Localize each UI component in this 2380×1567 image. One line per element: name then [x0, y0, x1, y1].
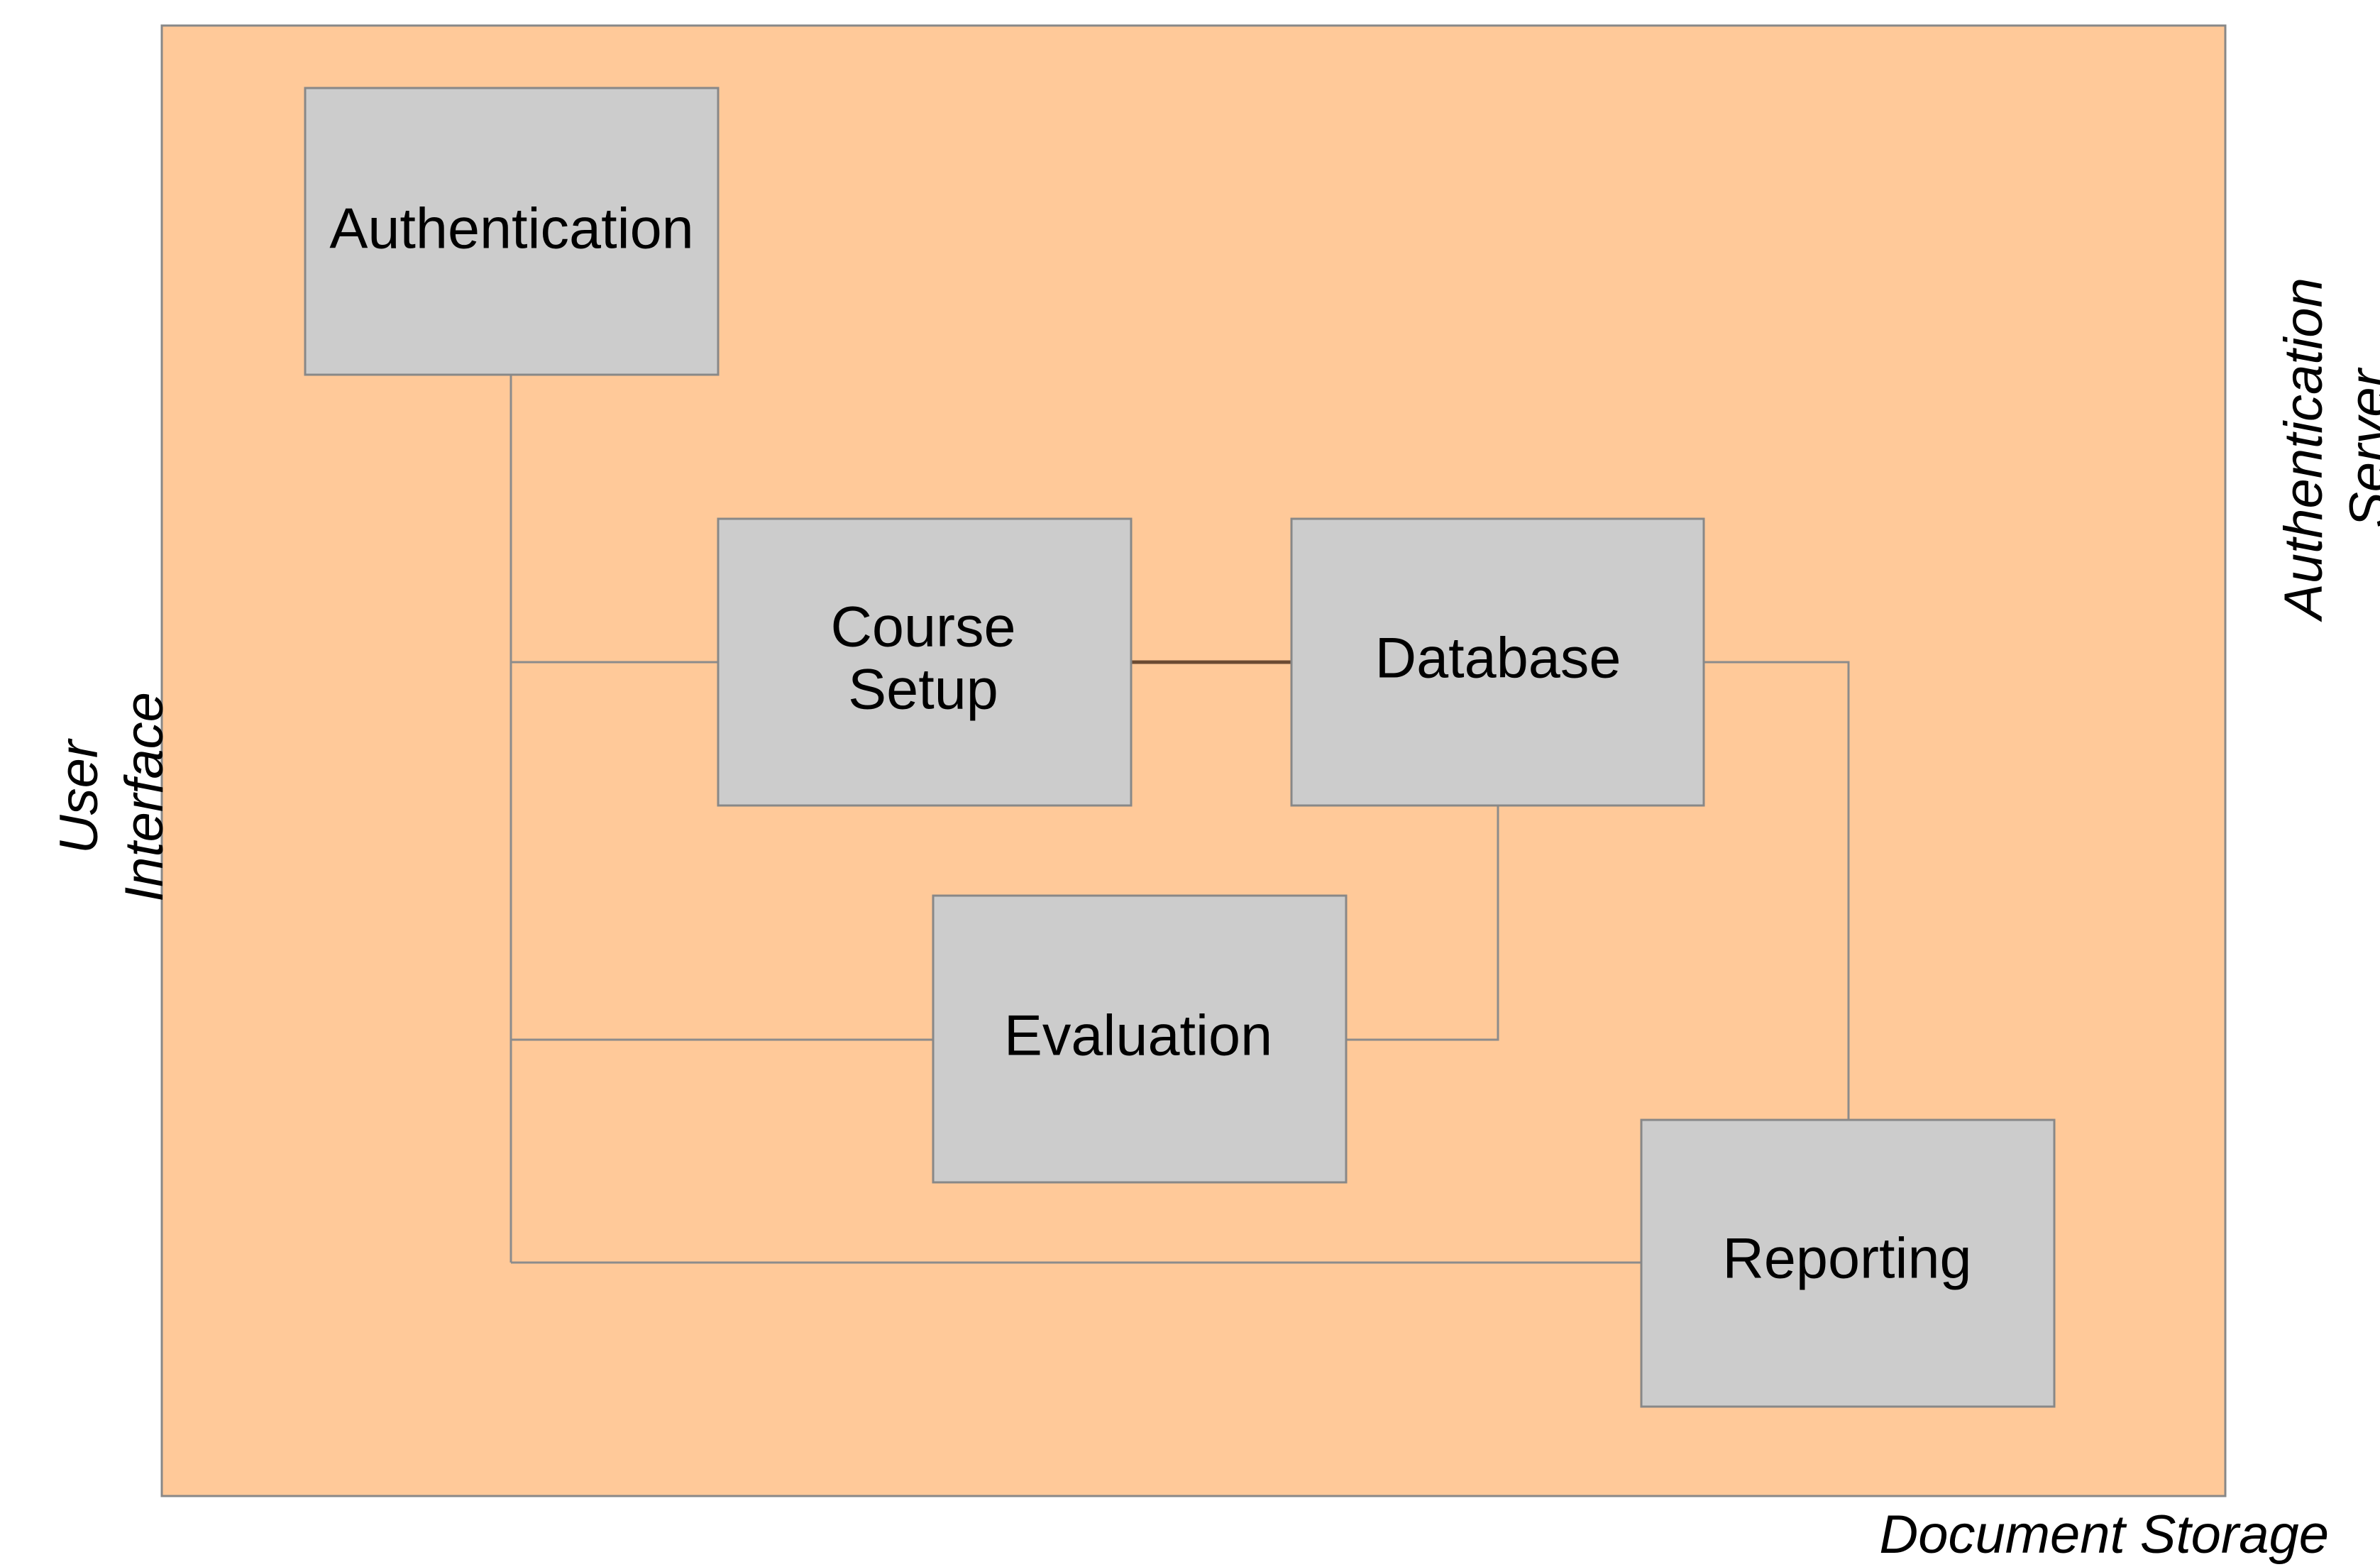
module-authentication: Authentication	[304, 87, 720, 376]
module-database-label: Database	[1375, 626, 1621, 690]
external-authentication-server-line2: Server	[2339, 367, 2380, 528]
module-reporting: Reporting	[1640, 1118, 2056, 1408]
module-database-box	[1290, 517, 1705, 807]
external-authentication-server-line1: Authentication	[2274, 277, 2334, 622]
connector-evaluation-database	[1346, 806, 1499, 1041]
module-authentication-label: Authentication	[329, 197, 693, 260]
module-database: Database	[1290, 517, 1705, 807]
module-evaluation-label: Evaluation	[1004, 1004, 1272, 1067]
module-course-setup-box	[717, 517, 1133, 807]
external-document-storage: Document Storage	[1879, 1505, 2329, 1565]
module-authentication-box	[304, 87, 720, 376]
external-user-interface-line1: User	[49, 738, 109, 854]
external-user-interface: User Interface	[49, 692, 175, 902]
module-evaluation: Evaluation	[932, 894, 1348, 1184]
module-reporting-box	[1640, 1118, 2056, 1408]
connector-database-reporting	[1704, 661, 1850, 1120]
connectors	[509, 375, 1850, 1264]
module-evaluation-box	[932, 894, 1348, 1184]
module-course-setup-label-line1: Course	[830, 595, 1015, 659]
external-authentication-server: Authentication Server	[2274, 277, 2380, 622]
module-course-setup-label-line2: Setup	[848, 657, 998, 721]
module-reporting-label: Reporting	[1722, 1226, 1971, 1290]
external-user-interface-line2: Interface	[114, 692, 175, 902]
module-course-setup: Course Setup	[717, 517, 1133, 807]
